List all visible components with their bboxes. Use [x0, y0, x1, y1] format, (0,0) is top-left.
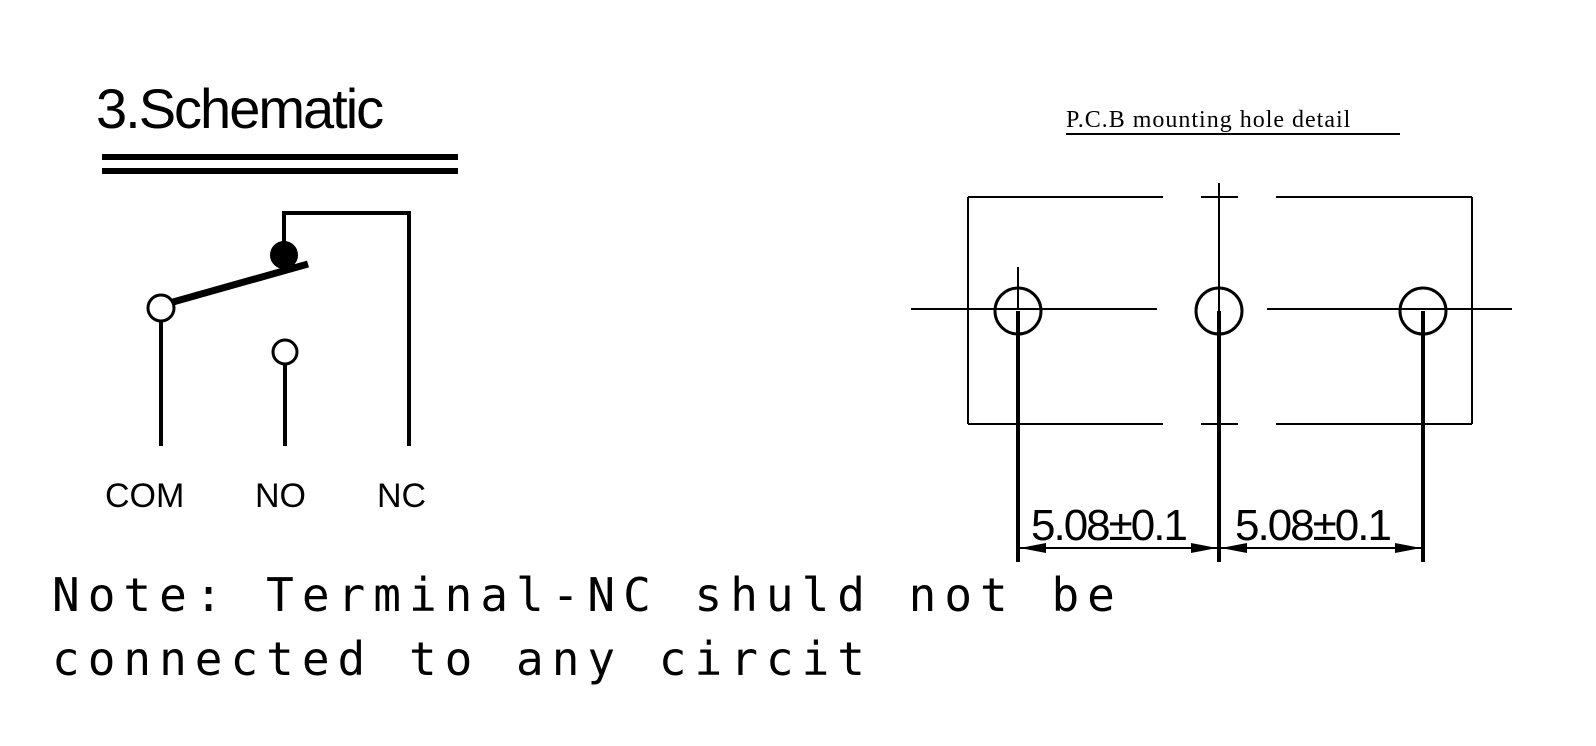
no-contact	[271, 338, 299, 366]
schematic-heading: 3.Schematic	[96, 77, 383, 140]
dimension-label-2: 5.08±0.1	[1235, 501, 1390, 550]
dimension-label-1: 5.08±0.1	[1031, 501, 1186, 550]
dimension-line	[1018, 543, 1423, 553]
schematic-section: 3.Schematic COM NO NC	[96, 77, 458, 515]
arrowhead	[1191, 543, 1217, 553]
heading-double-underline	[102, 154, 458, 174]
pivot-contact	[270, 241, 298, 269]
arrowhead	[1395, 543, 1421, 553]
note-line-1: Note: Terminal-NC shuld not be	[52, 568, 1123, 622]
dimension-extension-lines	[1016, 311, 1425, 562]
switch-symbol	[146, 211, 411, 446]
pcb-detail-section: P.C.B mounting hole detail	[911, 107, 1512, 562]
note-section: Note: Terminal-NC shuld not be connected…	[52, 568, 1123, 686]
arrowhead	[1221, 543, 1247, 553]
pcb-caption: P.C.B mounting hole detail	[1066, 107, 1351, 133]
switch-arm	[172, 260, 309, 306]
note-line-2: connected to any circit	[52, 632, 873, 686]
pcb-outline	[967, 196, 1473, 425]
terminal-label-com: COM	[105, 477, 184, 515]
terminal-label-nc: NC	[377, 477, 426, 515]
arrowhead	[1020, 543, 1046, 553]
terminal-label-no: NO	[255, 477, 306, 515]
com-contact	[146, 293, 176, 323]
nc-wire	[282, 211, 411, 446]
